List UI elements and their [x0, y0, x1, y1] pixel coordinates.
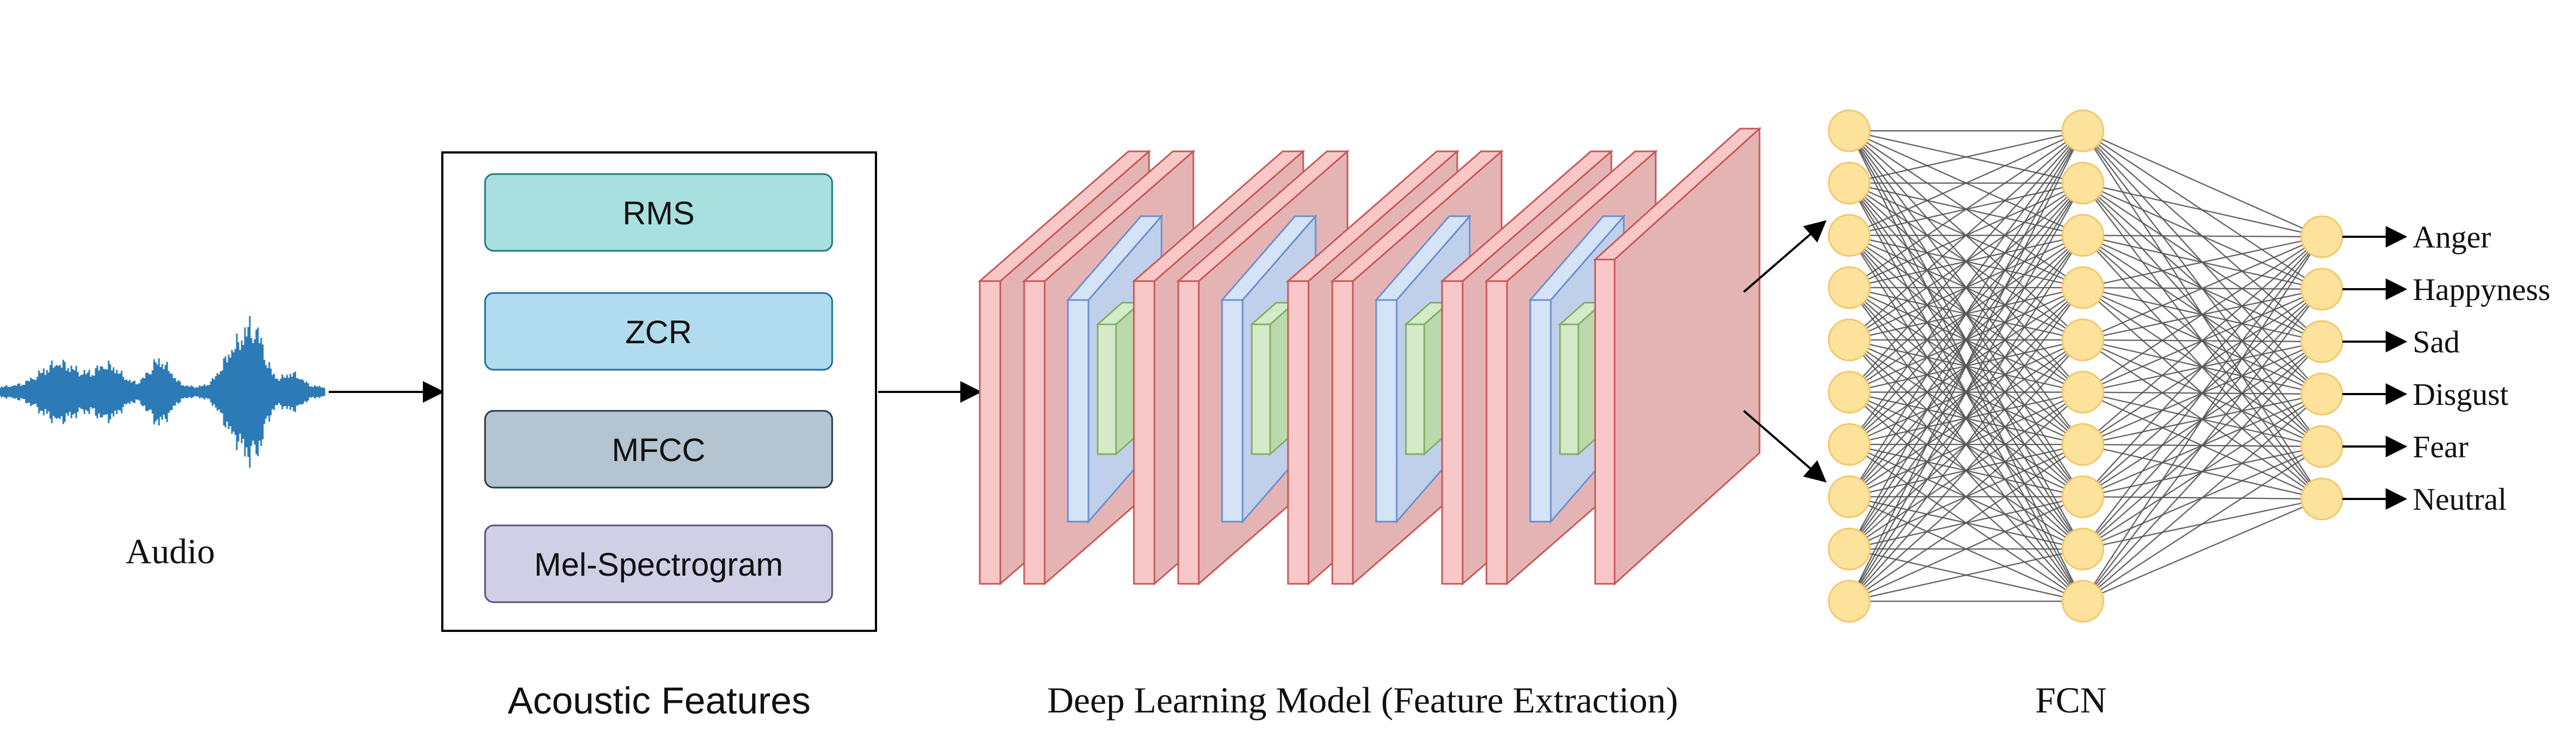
fcn-edge — [1849, 548, 2083, 602]
fcn-neuron-l1 — [1828, 318, 1871, 362]
fcn-edge — [2082, 394, 2322, 602]
fcn-edge — [1849, 130, 2083, 445]
fcn-edge — [1849, 287, 2083, 602]
fcn-edge — [2082, 236, 2322, 550]
fcn-neuron-l1 — [1828, 579, 1871, 623]
fcn-neuron-l1 — [1828, 423, 1871, 466]
fcn-edge — [1849, 130, 2083, 393]
fcn-neuron-l1 — [1828, 528, 1871, 571]
fcn-edge — [2082, 182, 2322, 238]
audio-waveform-icon — [0, 316, 326, 468]
feature-label-rms: RMS — [622, 195, 694, 231]
fcn-edge — [1848, 130, 2084, 497]
fcn-edge — [1848, 130, 2084, 602]
fcn-edge — [2082, 235, 2322, 238]
fcn-neuron-l3 — [2300, 372, 2343, 416]
fcn-title: FCN — [2035, 679, 2107, 721]
fcn-neuron-l2 — [2061, 318, 2104, 362]
fcn-edge — [1849, 391, 2083, 602]
dense-feature-layer — [1593, 126, 1762, 586]
fcn-edge — [2082, 236, 2322, 341]
fcn-edge — [1849, 130, 2083, 289]
emotion-label-anger: Anger — [2413, 219, 2491, 255]
feature-label-mel-spectrogram: Mel-Spectrogram — [534, 547, 783, 583]
fcn-neuron-l2 — [2061, 423, 2104, 466]
fcn-edge — [2082, 236, 2322, 289]
fcn-edge — [2082, 498, 2322, 602]
acoustic-features-title: Acoustic Features — [508, 679, 811, 722]
fcn-neuron-l3 — [2300, 215, 2343, 258]
feature-box-zcr — [484, 292, 833, 371]
fcn-neuron-l1 — [1828, 214, 1871, 257]
fcn-edge — [2082, 341, 2322, 602]
fcn-edge — [1848, 235, 2084, 602]
feature-box-mfcc — [484, 410, 833, 489]
fcn-edge — [2082, 236, 2323, 602]
fcn-edge — [1848, 183, 2084, 602]
feature-label-zcr: ZCR — [625, 314, 692, 350]
emotion-label-happyness: Happyness — [2413, 272, 2551, 307]
fcn-neuron-l2 — [2061, 109, 2104, 152]
fcn-edge — [2082, 445, 2322, 602]
deep-model-title: Deep Learning Model (Feature Extraction) — [1047, 679, 1678, 721]
fcn-connections — [1848, 130, 2323, 602]
fcn-neuron-l3 — [2300, 320, 2343, 363]
fcn-neuron-l1 — [1828, 109, 1871, 152]
feature-label-mfcc: MFCC — [612, 432, 705, 468]
acoustic-features-list: RMS ZCR MFCC Mel-Spectrogram — [484, 173, 833, 603]
fcn-neuron-l2 — [2061, 528, 2104, 571]
fcn-edge — [1849, 496, 2083, 602]
emotion-label-sad: Sad — [2413, 324, 2460, 359]
arrow-model-to-fcn-lower — [1743, 410, 1827, 483]
emotion-label-disgust: Disgust — [2413, 377, 2508, 412]
arrow-model-to-fcn-upper — [1743, 220, 1827, 293]
fcn-edge — [1849, 339, 2083, 602]
fcn-edge — [1848, 130, 2084, 550]
fcn-edge — [1849, 130, 2083, 236]
fcn-neurons — [1828, 109, 2343, 623]
audio-label: Audio — [126, 532, 215, 571]
fcn-edge — [2082, 289, 2322, 602]
feature-box-rms — [484, 173, 833, 252]
fcn-edge — [2082, 236, 2322, 445]
fcn-neuron-l3 — [2300, 268, 2343, 311]
fcn-edge — [2082, 236, 2322, 393]
emotion-label-fear: Fear — [2413, 429, 2468, 464]
cnn-feature-extractor — [978, 126, 1762, 586]
fcn-neuron-l3 — [2300, 477, 2343, 521]
fcn-neuron-l2 — [2061, 266, 2104, 309]
fcn-neuron-l2 — [2061, 371, 2104, 414]
fcn-neuron-l1 — [1828, 162, 1871, 205]
fcn-neuron-l2 — [2061, 162, 2104, 205]
fcn-edge — [1849, 444, 2083, 602]
fcn-neuron-l1 — [1828, 371, 1871, 414]
fcn-neuron-l2 — [2061, 579, 2104, 623]
fcn-neuron-l2 — [2061, 475, 2104, 518]
fcn-edge — [1849, 130, 2083, 341]
fcn-edge — [2082, 130, 2322, 238]
fcn-neuron-l2 — [2061, 214, 2104, 257]
fcn-edge — [2082, 236, 2322, 497]
fcn-edge — [1849, 130, 2083, 184]
feature-box-mel-spectrogram — [484, 524, 833, 603]
emotion-label-neutral: Neutral — [2413, 482, 2507, 517]
fcn-neuron-l3 — [2300, 425, 2343, 468]
fcn-neuron-l1 — [1828, 266, 1871, 309]
fcn-neuron-l1 — [1828, 475, 1871, 518]
